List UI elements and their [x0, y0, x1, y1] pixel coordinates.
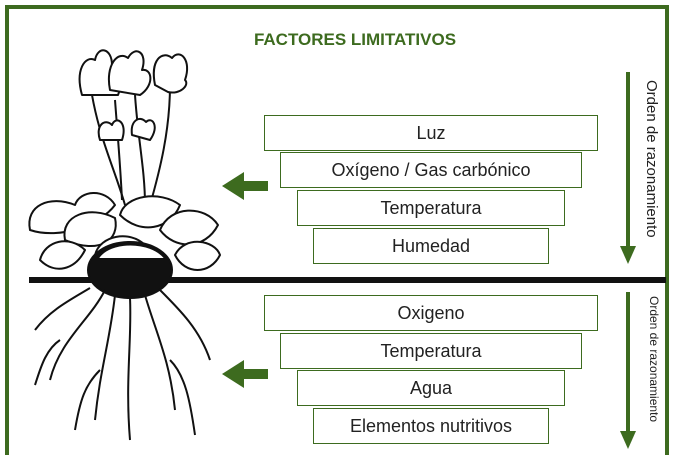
factor-box-humidity: Humedad — [313, 228, 549, 264]
left-arrow-icon — [222, 360, 268, 388]
left-arrow-icon — [222, 172, 268, 200]
factor-box-temperature-soil: Temperatura — [280, 333, 582, 369]
down-arrow-icon — [620, 72, 636, 264]
down-arrow-icon — [620, 292, 636, 449]
factor-box-water: Agua — [297, 370, 565, 406]
factor-box-nutrients: Elementos nutritivos — [313, 408, 549, 444]
diagram-title: FACTORES LIMITATIVOS — [253, 30, 457, 49]
order-label-above: Orden de razonamiento — [643, 80, 660, 238]
plant-illustration — [28, 49, 221, 441]
factor-box-oxygen-co2: Oxígeno / Gas carbónico — [280, 152, 582, 188]
factor-box-temperature-air: Temperatura — [297, 190, 565, 226]
order-label-below: Orden de razonamiento — [647, 296, 661, 423]
factor-box-light: Luz — [264, 115, 598, 151]
factor-box-oxygen-soil: Oxigeno — [264, 295, 598, 331]
ground-line — [29, 277, 666, 283]
